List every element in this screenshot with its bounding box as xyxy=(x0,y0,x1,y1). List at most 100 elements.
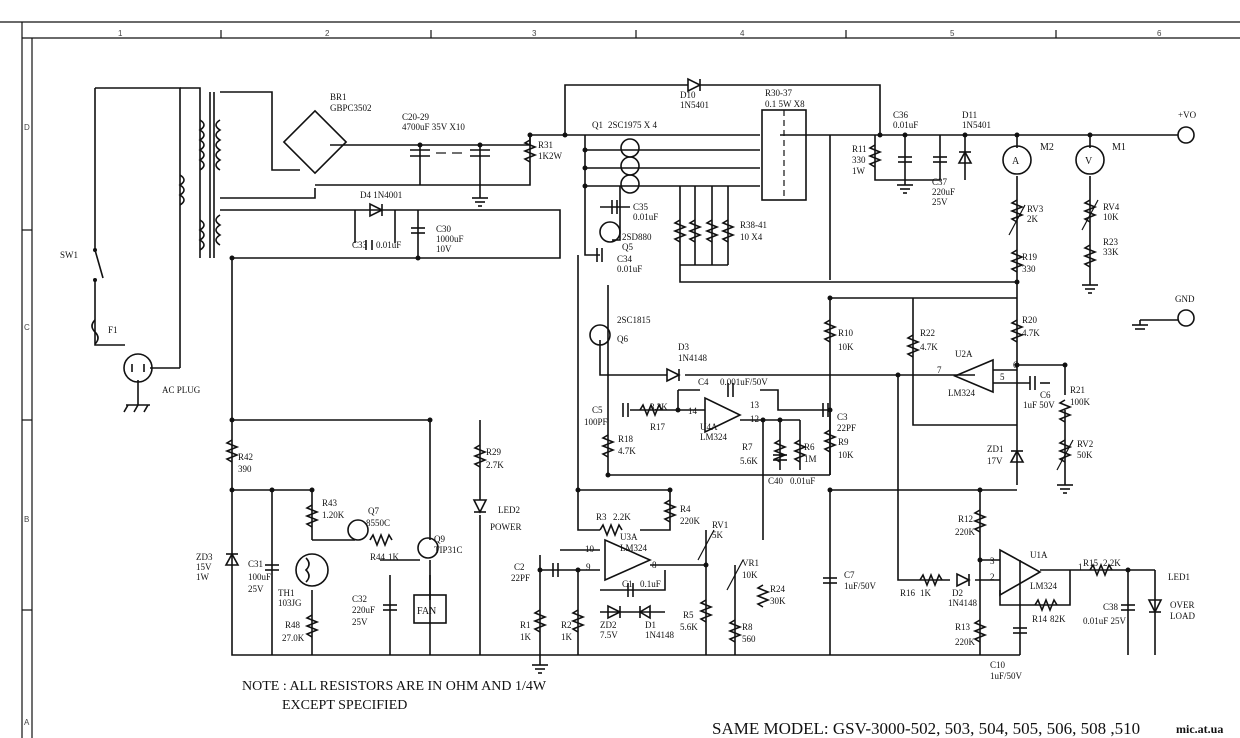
label-r24-val: 30K xyxy=(770,596,786,606)
label-r23: R23 xyxy=(1103,237,1119,247)
label-c10: C10 xyxy=(990,660,1006,670)
ammeter-letter: A xyxy=(1012,156,1020,167)
model-line: SAME MODEL: GSV-3000-502, 503, 504, 505,… xyxy=(712,719,1140,738)
label-c40: C40 xyxy=(768,476,784,486)
label-c1-val: 0.1uF xyxy=(640,579,661,589)
label-m1: M1 xyxy=(1112,142,1126,153)
label-u1a: U1A xyxy=(1030,550,1048,560)
label-d10: D10 xyxy=(680,90,696,100)
label-c3-val: 22PF xyxy=(837,423,856,433)
label-r2-val: 1K xyxy=(561,632,573,642)
label-r19: R19 xyxy=(1022,252,1038,262)
label-q7: Q7 xyxy=(368,506,379,516)
label-q5-part: 2SD880 xyxy=(622,232,652,242)
label-c32-v1: 220uF xyxy=(352,605,375,615)
label-r8-val: 560 xyxy=(742,634,756,644)
label-rv4: RV4 xyxy=(1103,202,1120,212)
label-c30-v2: 10V xyxy=(436,244,452,254)
label-c5-val: 100PF xyxy=(584,417,608,427)
label-r13: R13 xyxy=(955,622,971,632)
label-r3: R3 xyxy=(596,512,607,522)
label-vr1-val: 10K xyxy=(742,570,758,580)
label-r30: R30-37 xyxy=(765,88,793,98)
pin-5: 5 xyxy=(1000,372,1005,382)
label-c7-val: 1uF/50V xyxy=(844,581,877,591)
label-r22-val: 4.7K xyxy=(920,342,938,352)
label-vo: +VO xyxy=(1178,110,1197,120)
label-r2: R2 xyxy=(561,620,572,630)
label-br1: BR1 xyxy=(330,92,347,102)
label-r6-val: 1M xyxy=(804,454,817,464)
label-r43-val: 1.20K xyxy=(322,510,345,520)
label-rv3: RV3 xyxy=(1027,204,1044,214)
label-r14-val: 82K xyxy=(1050,614,1066,624)
label-d11-part: 1N5401 xyxy=(962,120,991,130)
label-r20: R20 xyxy=(1022,315,1038,325)
label-r42-val: 390 xyxy=(238,464,252,474)
label-led1: LED1 xyxy=(1168,572,1190,582)
label-d4: D4 1N4001 xyxy=(360,190,402,200)
watermark: mic.at.ua xyxy=(1176,722,1223,736)
label-zd3-v1: 15V xyxy=(196,562,212,572)
drawing-frame: 1 2 3 4 5 6 D C B A xyxy=(0,21,1240,738)
label-r7: R7 xyxy=(742,442,753,452)
label-r42: R42 xyxy=(238,452,253,462)
label-r5-val: 5.6K xyxy=(680,622,698,632)
frame-row-b: B xyxy=(24,515,29,524)
label-c33: C33 xyxy=(352,240,368,250)
label-c32: C32 xyxy=(352,594,367,604)
label-r16-val: 1K xyxy=(920,588,932,598)
label-r43: R43 xyxy=(322,498,338,508)
label-c2: C2 xyxy=(514,562,525,572)
label-r48: R48 xyxy=(285,620,301,630)
label-r17: R17 xyxy=(650,422,666,432)
label-q5: Q5 xyxy=(622,242,633,252)
label-r44-val: 1K xyxy=(388,552,400,562)
label-r17-val: 3.3K xyxy=(650,402,668,412)
label-r19-val: 330 xyxy=(1022,264,1036,274)
junctions xyxy=(229,132,1131,573)
label-c37: C37 xyxy=(932,177,948,187)
pin-8: 8 xyxy=(652,560,657,570)
label-u3a: U3A xyxy=(620,532,638,542)
label-zd2-val: 7.5V xyxy=(600,630,618,640)
label-zd3-v2: 1W xyxy=(196,572,210,582)
label-led1-l1: OVER xyxy=(1170,600,1195,610)
pin-7: 7 xyxy=(937,365,942,375)
label-rv2-val: 50K xyxy=(1077,450,1093,460)
frame-col-6: 6 xyxy=(1157,29,1162,38)
label-d2-part: 1N4148 xyxy=(948,598,977,608)
label-rv4-val: 10K xyxy=(1103,212,1119,222)
label-r11-v2: 1W xyxy=(852,166,866,176)
pin-2: 2 xyxy=(990,572,995,582)
label-r9-val: 10K xyxy=(838,450,854,460)
label-c4-val: 0.001uF/50V xyxy=(720,377,768,387)
label-r13-val: 220K xyxy=(955,637,976,647)
label-c2-val: 22PF xyxy=(511,573,530,583)
label-c35: C35 xyxy=(633,202,649,212)
pin-12: 12 xyxy=(750,414,759,424)
label-r23-val: 33K xyxy=(1103,247,1119,257)
label-c33-val: 0.01uF xyxy=(376,240,401,250)
label-r22: R22 xyxy=(920,328,935,338)
label-m2: M2 xyxy=(1040,142,1054,153)
label-c6-val: 1uF 50V xyxy=(1023,400,1055,410)
label-u1a-part: LM324 xyxy=(1030,581,1058,591)
label-r30-val: 0.1 5W X8 xyxy=(765,99,805,109)
label-u4a-part: LM324 xyxy=(700,432,728,442)
label-d1-part: 1N4148 xyxy=(645,630,674,640)
label-zd1-val: 17V xyxy=(987,456,1003,466)
label-q9-part: TIP31C xyxy=(434,545,463,555)
frame-col-3: 3 xyxy=(532,29,537,38)
label-c10-val: 1uF/50V xyxy=(990,671,1023,681)
frame-row-a: A xyxy=(24,718,30,727)
label-r21-val: 100K xyxy=(1070,397,1091,407)
label-rv2: RV2 xyxy=(1077,439,1093,449)
label-d3: D3 xyxy=(678,342,689,352)
note-line-1: NOTE : ALL RESISTORS ARE IN OHM AND 1/4W xyxy=(242,679,547,694)
label-q6-part: 2SC1815 xyxy=(617,315,651,325)
label-r1-val: 1K xyxy=(520,632,532,642)
label-r4-val: 220K xyxy=(680,516,701,526)
label-c36-val: 0.01uF xyxy=(893,120,918,130)
